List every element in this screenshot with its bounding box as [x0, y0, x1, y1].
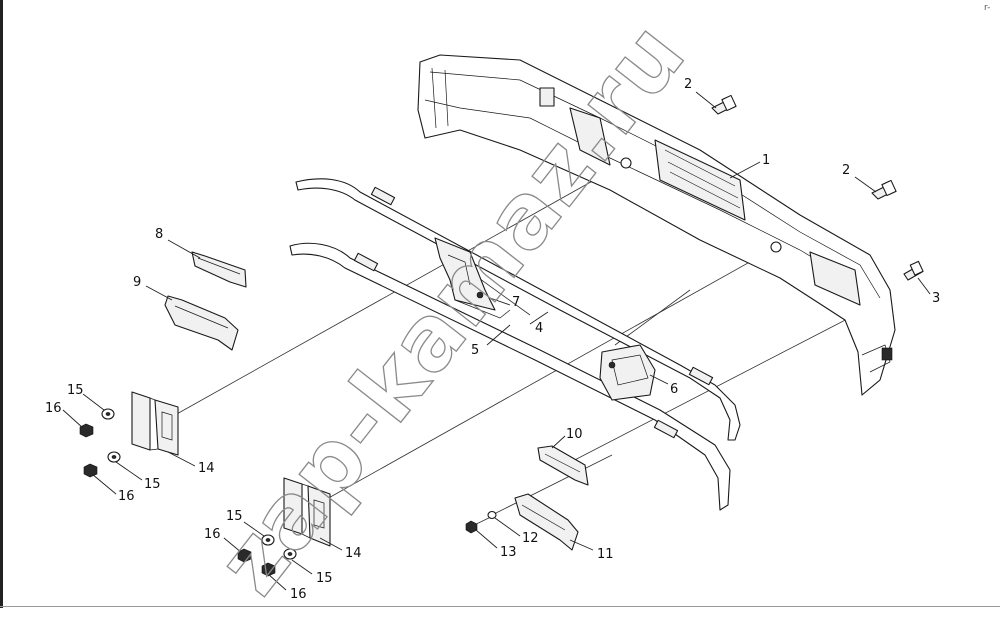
callout-8: 8 [155, 227, 163, 242]
callout-4: 4 [535, 321, 543, 336]
side-bracket-right [283, 477, 331, 547]
callout-11: 11 [597, 547, 614, 562]
leader-lines [62, 91, 931, 591]
washer-right-top [261, 534, 275, 546]
callout-10: 10 [566, 427, 583, 442]
callout-3: 3 [932, 291, 940, 306]
callout-16-right-bottom: 16 [290, 587, 307, 602]
callout-14-right: 14 [345, 546, 362, 561]
callout-14-left: 14 [198, 461, 215, 476]
callout-6: 6 [670, 382, 678, 397]
callout-15-right-bottom: 15 [316, 571, 333, 586]
callout-2-upper: 2 [684, 77, 692, 92]
center-mount-bracket [434, 237, 511, 319]
callout-16-left-bottom: 16 [118, 489, 135, 504]
strip-part-8 [191, 251, 247, 288]
bolt-right [871, 179, 897, 200]
callout-labels: 1 2 2 3 4 5 6 7 8 9 10 11 12 13 14 14 15… [45, 77, 940, 602]
callout-12: 12 [522, 531, 539, 546]
callout-1: 1 [762, 153, 770, 168]
nut-left-bottom [83, 463, 98, 478]
bumper [417, 54, 896, 396]
callout-16-left-top: 16 [45, 401, 62, 416]
nut-right-bottom [261, 562, 276, 577]
strip-part-10 [537, 445, 589, 486]
callout-13: 13 [500, 545, 517, 560]
washer-part-12 [487, 510, 497, 520]
callout-5: 5 [471, 343, 479, 358]
bracket-part-11 [514, 493, 579, 551]
bolt-lower-right [903, 260, 924, 281]
callout-7: 7 [512, 295, 520, 310]
upper-tube [295, 178, 741, 441]
callout-15-left-top: 15 [67, 383, 84, 398]
nut-part-13 [465, 520, 478, 534]
bottom-frame-line [0, 606, 1000, 607]
washer-left-top [101, 408, 115, 420]
lower-tube [289, 242, 731, 511]
left-frame-line [0, 0, 3, 608]
washer-left-bottom [107, 451, 121, 463]
nut-left-top [79, 423, 94, 438]
corner-mark: r- [984, 3, 990, 13]
bolt-upper [711, 94, 737, 115]
callout-15-right-top: 15 [226, 509, 243, 524]
callout-2-right: 2 [842, 163, 850, 178]
callout-9: 9 [133, 275, 141, 290]
side-bracket-left [131, 391, 179, 456]
washer-right-bottom [283, 548, 297, 560]
right-mount-bracket [599, 344, 656, 401]
bracket-part-9 [164, 295, 239, 351]
callout-16-right-top: 16 [204, 527, 221, 542]
callout-15-left-bottom: 15 [144, 477, 161, 492]
